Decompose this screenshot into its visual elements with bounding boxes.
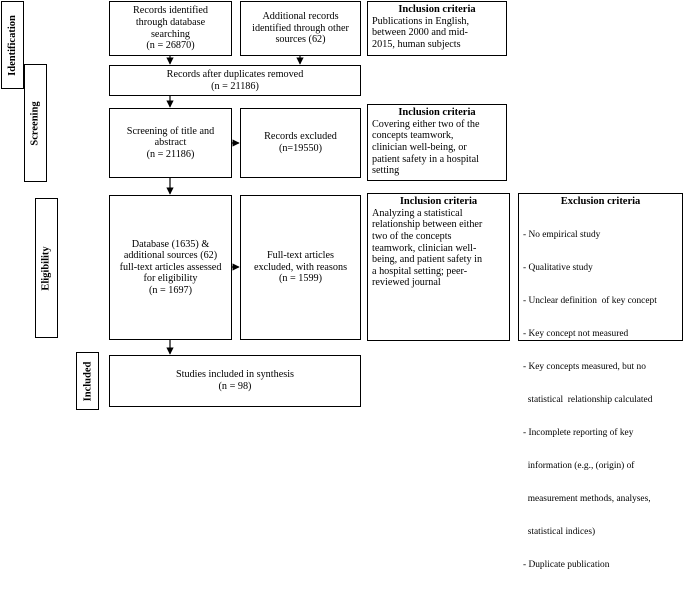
eligibility-inclusion-criteria: Inclusion criteria Analyzing a statistic… [367, 193, 510, 341]
eligibility-exclusion-line: information (e.g., (origin) of [523, 460, 635, 471]
eligibility-exclusion-line: statistical relationship calculated [523, 394, 653, 405]
eligibility-exclusion-line: - Unclear definition of key concept [523, 295, 657, 306]
screening-line1: Screening of title and [126, 125, 215, 137]
duplicates-removed-count: (n = 21186) [211, 80, 259, 92]
fulltext-excluded-box: Full-text articles excluded, with reason… [240, 195, 361, 340]
records-excluded-box: Records excluded (n=19550) [240, 108, 361, 178]
identification-inclusion-heading: Inclusion criteria [398, 4, 476, 15]
eligibility-exclusion-line: - Incomplete reporting of key [523, 427, 634, 438]
records-excluded-count: (n=19550) [278, 143, 323, 154]
fulltext-assessed-line2: additional sources (62) [123, 250, 218, 262]
screening-inclusion-line: patient safety in a hospital [372, 153, 479, 165]
screening-line2: abstract [154, 137, 187, 149]
additional-records-line1: Additional records [262, 11, 339, 23]
identification-inclusion-line: 2015, human subjects [372, 38, 461, 50]
fulltext-excluded-line2: excluded, with reasons [253, 261, 348, 273]
records-excluded-line1: Records excluded [264, 131, 337, 143]
eligibility-exclusion-line: - Key concepts measured, but no [523, 361, 646, 372]
eligibility-inclusion-line: a hospital setting; peer- [372, 265, 468, 277]
database-records-line1: Records identified [133, 5, 208, 17]
database-records-box: Records identified through database sear… [109, 1, 232, 56]
database-records-line3: searching [150, 28, 191, 40]
eligibility-inclusion-line: two of the concepts [372, 230, 452, 242]
eligibility-inclusion-line: reviewed journal [372, 277, 441, 289]
fulltext-assessed-count: (n = 1697) [148, 284, 193, 296]
eligibility-inclusion-line: relationship between either [372, 219, 483, 231]
stage-included: Included [76, 352, 99, 410]
eligibility-exclusion-line: measurement methods, analyses, [523, 493, 651, 504]
eligibility-exclusion-line: - Qualitative study [523, 262, 593, 273]
screening-inclusion-line: Covering either two of the [372, 118, 480, 130]
included-studies-count: (n = 98) [218, 381, 252, 392]
eligibility-inclusion-heading: Inclusion criteria [399, 196, 478, 207]
eligibility-inclusion-line: Analyzing a statistical [372, 207, 463, 219]
screening-count: (n = 21186) [146, 148, 195, 160]
database-records-count: (n = 26870) [146, 40, 195, 52]
stage-eligibility: Eligibility [35, 198, 58, 338]
included-studies-box: Studies included in synthesis (n = 98) [109, 355, 361, 407]
screening-inclusion-line: concepts teamwork, [372, 130, 454, 142]
additional-records-box: Additional records identified through ot… [240, 1, 361, 56]
screening-inclusion-line: setting [372, 165, 400, 177]
eligibility-inclusion-line: being, and patient safety in [372, 254, 483, 266]
fulltext-excluded-line1: Full-text articles [266, 250, 335, 262]
included-studies-line1: Studies included in synthesis [175, 369, 294, 381]
fulltext-assessed-line1: Database (1635) & [131, 238, 210, 250]
fulltext-excluded-count: (n = 1599) [278, 273, 323, 285]
eligibility-exclusion-line: statistical indices) [523, 526, 596, 537]
additional-records-line3: sources (62) [275, 34, 326, 46]
identification-inclusion-line: Publications in English, [372, 15, 470, 27]
eligibility-exclusion-line: - Key concept not measured [523, 328, 629, 339]
fulltext-assessed-box: Database (1635) & additional sources (62… [109, 195, 232, 340]
identification-inclusion-line: between 2000 and mid- [372, 27, 468, 39]
screening-box: Screening of title and abstract (n = 211… [109, 108, 232, 178]
eligibility-exclusion-line: - No empirical study [523, 229, 601, 240]
identification-inclusion-criteria: Inclusion criteria Publications in Engli… [367, 1, 507, 56]
eligibility-exclusion-heading: Exclusion criteria [560, 196, 641, 207]
duplicates-removed-box: Records after duplicates removed (n = 21… [109, 65, 361, 96]
flow-arrows [166, 56, 304, 355]
screening-inclusion-criteria: Inclusion criteria Covering either two o… [367, 104, 507, 181]
stage-screening: Screening [24, 64, 47, 182]
eligibility-exclusion-line: - Duplicate publication [523, 559, 610, 570]
screening-inclusion-heading: Inclusion criteria [398, 107, 476, 118]
duplicates-removed-line1: Records after duplicates removed [166, 68, 304, 80]
screening-inclusion-line: clinician well-being, or [372, 141, 467, 153]
eligibility-inclusion-line: teamwork, clinician well- [372, 242, 477, 254]
database-records-line2: through database [135, 16, 206, 28]
stage-identification: Identification [1, 1, 24, 89]
fulltext-assessed-line4: for eligibility [143, 273, 198, 285]
additional-records-line2: identified through other [252, 22, 349, 34]
fulltext-assessed-line3: full-text articles assessed [119, 261, 222, 273]
